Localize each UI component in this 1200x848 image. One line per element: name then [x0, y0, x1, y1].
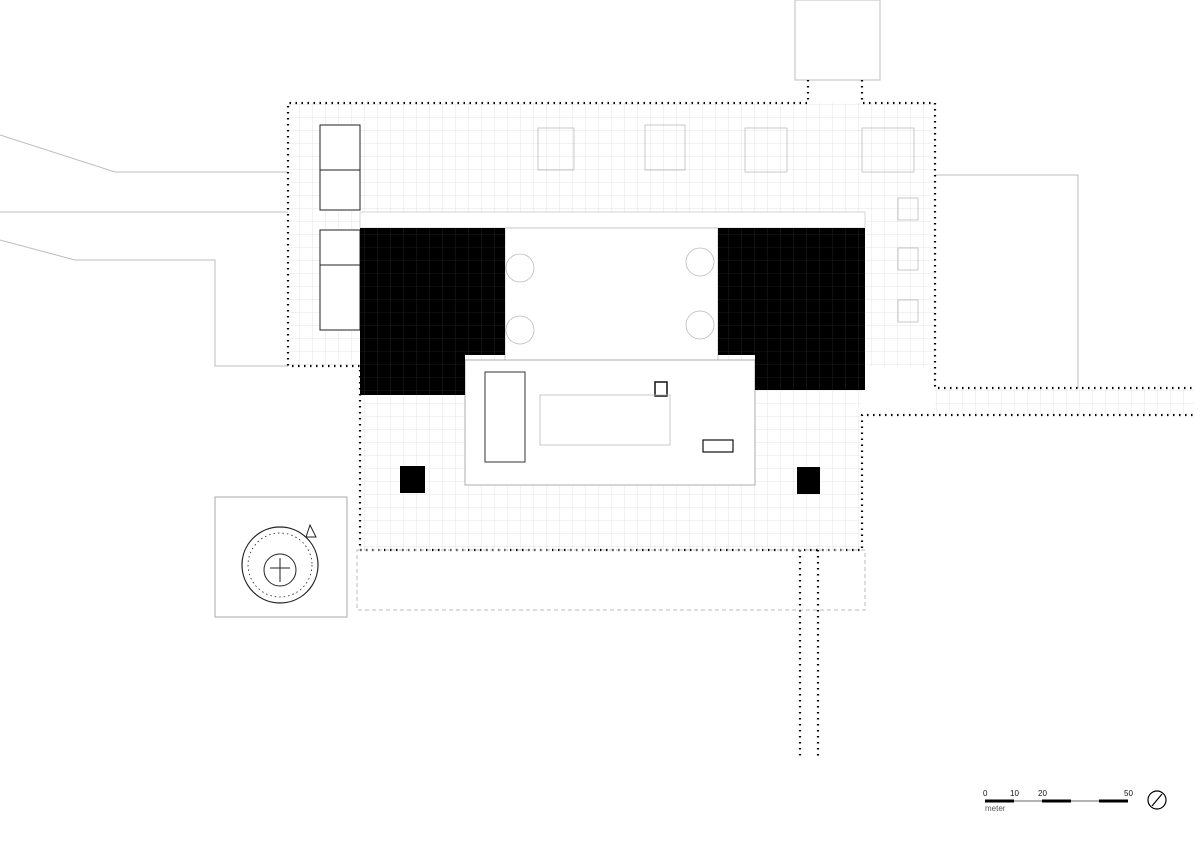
lower-terrace: [356, 549, 866, 611]
scale-tick-10: 10: [1010, 789, 1019, 798]
round-pavilion: [214, 496, 348, 618]
scale-bar: [985, 799, 1128, 803]
office-blocks: [360, 228, 865, 494]
scale-tick-50: 50: [1124, 789, 1133, 798]
north-arrow-icon: [1147, 790, 1167, 810]
scale-tick-20: 20: [1038, 789, 1047, 798]
site-context-lines: [0, 0, 1079, 388]
scale-tick-0: 0: [983, 789, 988, 798]
structural-outline: [286, 80, 1195, 760]
scale-unit: meter: [985, 804, 1006, 813]
